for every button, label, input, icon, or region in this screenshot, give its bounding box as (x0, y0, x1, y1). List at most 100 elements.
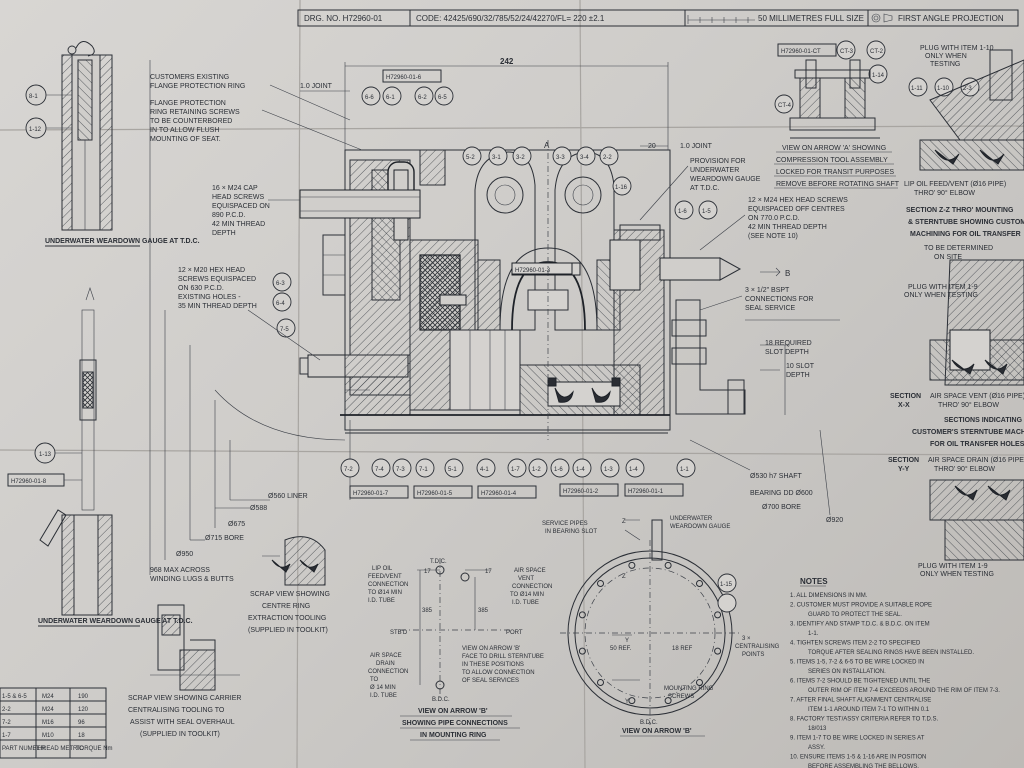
dim-joint-right: 1.0 JOINT (680, 143, 713, 150)
view-a-caption: VIEW ON ARROW 'A' SHOWING COMPRESSION TO… (776, 145, 900, 188)
arrow-a-label: A (544, 141, 550, 150)
part-box-label: H72960-01-7 (353, 491, 389, 497)
scrap-carrier (150, 604, 240, 691)
section-yy (929, 479, 1024, 561)
note-line: GUARD TO PROTECT THE SEAL. (808, 612, 902, 618)
torque-header-part: PART NUMBER (2, 746, 46, 752)
dim-675: Ø675 (228, 521, 245, 528)
note-line: OUTER RIM OF ITEM 7-4 EXCEEDS AROUND THE… (808, 688, 1000, 694)
bubbles-bottom: 7-2 7-4 7-3 7-1 5-1 4-1 1-7 1-2 1-6 1-4 … (340, 458, 696, 478)
note-line: 1-1. (808, 631, 819, 637)
part-bubble-label: 1-10 (937, 86, 950, 92)
plug-1-9a-note: PLUG WITH ITEM 1-9 ONLY WHEN TESTING (904, 284, 980, 299)
torque-cell: M24 (42, 694, 54, 700)
dim-liner: Ø560 LINER (268, 493, 308, 500)
part-bubble-label: 7-2 (344, 467, 353, 473)
note-line: BEFORE ASSEMBLING THE BELLOWS. (808, 764, 919, 768)
part-bubble-label: 1-13 (39, 452, 52, 458)
plug-1-10-note: PLUG WITH ITEM 1-10 ONLY WHEN TESTING (920, 45, 995, 68)
torque-cell: 18 (78, 733, 85, 739)
projection-symbol (871, 13, 893, 23)
note-line: 8. FACTORY TEST/ASSY CRITERIA REFER TO T… (790, 717, 938, 723)
part-bubble-label: 1-6 (678, 209, 687, 215)
part-box-label: H72960-01-CT (781, 49, 821, 55)
pipe-stbd: STB'D (390, 630, 408, 636)
part-box-label: H72960-01-1 (628, 489, 664, 495)
callout-customers-ring: CUSTOMERS EXISTING FLANGE PROTECTION RIN… (150, 74, 245, 90)
torque-cell: M16 (42, 720, 54, 726)
part-bubble-label: 1-6 (554, 467, 563, 473)
notes-heading: NOTES (800, 577, 828, 586)
ring-bolt-hole (695, 580, 703, 588)
note-line: 5. ITEMS 1-5, 7-2 & 6-5 TO BE WIRE LOCKE… (790, 660, 924, 666)
projection-note: FIRST ANGLE PROJECTION (898, 14, 1004, 23)
note-line: 7. AFTER FINAL SHAFT ALIGNMENT CENTRALIS… (790, 698, 931, 704)
part-bubble (717, 573, 737, 593)
torque-cell: 7-2 (2, 720, 11, 726)
ring-z-label: Z (622, 519, 626, 525)
section-zz-caption: SECTION Z-Z THRO' MOUNTING & STERNTUBE S… (906, 207, 1024, 238)
right-callouts: PROVISION FOR UNDERWATER WEARDOWN GAUGE … (544, 141, 848, 312)
note-line: SERIES ON INSTALLATION. (808, 669, 886, 675)
to-be-determined: TO BE DETERMINED ON SITE (924, 245, 995, 261)
dim-shaft: Ø530 h7 SHAFT (750, 473, 802, 480)
part-bubble-label: 1-14 (872, 73, 885, 79)
ring-bolt-hole (714, 647, 722, 655)
ring-bolt-hole (597, 580, 605, 588)
fold-crease (296, 0, 301, 768)
plug-1-9b-note: PLUG WITH ITEM 1-9 ONLY WHEN TESTING (918, 563, 994, 578)
left-callouts: CUSTOMERS EXISTING FLANGE PROTECTION RIN… (150, 74, 363, 361)
sections-ind-caption: SECTIONS INDICATING CUSTOMER'S STERNTUBE… (912, 417, 1024, 448)
note-line: TORQUE AFTER SEALING RINGS HAVE BEEN INS… (808, 650, 974, 656)
part-bubble-label: 1-12 (29, 127, 42, 133)
part-bubble-label: 7-5 (280, 327, 289, 333)
torque-cell: 1-7 (2, 733, 11, 739)
pipe-dim-385a: 385 (422, 608, 433, 614)
ring-bolt-hole (695, 678, 703, 686)
section-zz: 1-11 1-10 2-3 (908, 49, 1024, 171)
note-line: ITEM 1-1 AROUND ITEM 7-1 TO WITHIN 0.1 (808, 707, 930, 713)
pipe-tdc: T.D.C. (430, 559, 447, 565)
ring-bolt-hole (597, 678, 605, 686)
ring-bolt-hole (714, 611, 722, 619)
part-bubble-label: 7-3 (396, 467, 405, 473)
view-b-caption: VIEW ON ARROW 'B' SHOWING PIPE CONNECTIO… (402, 708, 510, 739)
part-box-label: H72960-01-6 (386, 75, 422, 81)
torque-cell: 190 (78, 694, 89, 700)
ring-z-label: Z (622, 574, 626, 580)
ring-bolt-hole (664, 697, 672, 705)
torque-cell: 96 (78, 720, 85, 726)
part-bubble-label: 1-15 (720, 582, 733, 588)
dim-overall-width: 242 (500, 57, 514, 66)
dim-bore-700: Ø700 BORE (762, 504, 801, 511)
note-line: 9. ITEM 1-7 TO BE WIRE LOCKED IN SERIES … (790, 736, 925, 742)
part-bubble-label: 1-5 (702, 209, 711, 215)
ring-bolt-hole (628, 561, 636, 569)
part-box-label: H72960-01-3 (515, 268, 551, 274)
part-bubble-label: CT-3 (840, 49, 854, 55)
pipe-connections-view (400, 558, 510, 700)
part-bubble-label: 6-5 (438, 95, 447, 101)
title-block: DRG. NO. H72960-01 CODE: 42425/690/32/78… (297, 9, 1019, 27)
air-vent-note: AIR SPACE VENT (Ø16 PIPE) THRO' 90° ELBO… (930, 393, 1024, 409)
part-box (511, 262, 573, 275)
notes-list: 1. ALL DIMENSIONS IN MM.2. CUSTOMER MUST… (790, 593, 1000, 768)
ring-y-label: Y (625, 638, 629, 644)
gauge-view-top (61, 41, 113, 231)
scale-note: 50 MILLIMETRES FULL SIZE (758, 14, 864, 23)
part-bubble-label: 6-3 (276, 281, 285, 287)
note-line: 6. ITEMS 7-2 SHOULD BE TIGHTENED UNTIL T… (790, 679, 930, 685)
note-line: 3. IDENTIFY AND STAMP T.D.C. & B.D.C. ON… (790, 622, 930, 628)
callout-provision: PROVISION FOR UNDERWATER WEARDOWN GAUGE … (690, 158, 762, 192)
arrow-b-label: B (785, 269, 790, 278)
gauge-top-caption: UNDERWATER WEARDOWN GAUGE AT T.D.C. (45, 238, 200, 245)
